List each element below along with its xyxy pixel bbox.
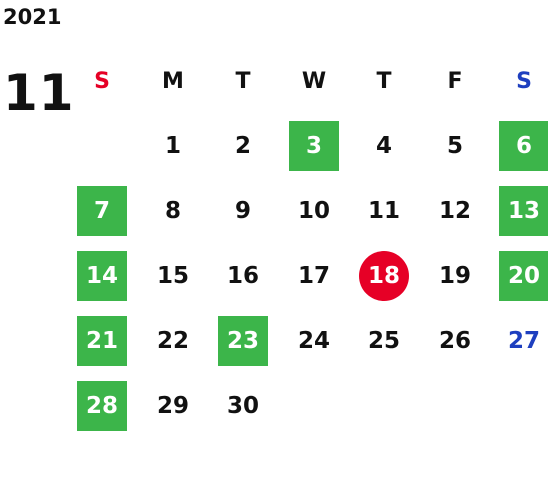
day-cell[interactable]: 15 xyxy=(138,243,208,308)
day-cell[interactable]: 27 xyxy=(492,308,548,373)
day-number: 29 xyxy=(156,392,189,419)
day-cell[interactable]: 9 xyxy=(208,178,278,243)
day-number: 5 xyxy=(446,132,463,159)
day-number: 14 xyxy=(77,250,127,301)
day-number: 27 xyxy=(507,327,540,354)
day-cell xyxy=(278,373,350,438)
weekday-header-sun: S xyxy=(94,69,110,94)
day-cell[interactable]: 12 xyxy=(418,178,492,243)
day-number: 1 xyxy=(164,132,181,159)
day-number xyxy=(77,121,127,171)
day-number xyxy=(359,381,409,431)
day-number: 28 xyxy=(77,380,127,431)
day-cell[interactable]: 21 xyxy=(66,308,138,373)
day-number: 15 xyxy=(156,262,189,289)
day-cell[interactable]: 17 xyxy=(278,243,350,308)
day-number: 20 xyxy=(499,250,548,301)
day-number: 25 xyxy=(367,327,400,354)
day-cell xyxy=(418,373,492,438)
day-number: 9 xyxy=(234,197,251,224)
day-cell xyxy=(492,373,548,438)
day-number: 3 xyxy=(289,120,339,171)
day-cell[interactable]: 5 xyxy=(418,113,492,178)
day-number: 18 xyxy=(359,250,409,301)
day-cell[interactable]: 28 xyxy=(66,373,138,438)
day-number: 22 xyxy=(156,327,189,354)
year-label: 2021 xyxy=(3,5,62,29)
day-number: 17 xyxy=(297,262,330,289)
day-cell[interactable]: 11 xyxy=(350,178,418,243)
day-cell[interactable]: 14 xyxy=(66,243,138,308)
day-number: 30 xyxy=(226,392,259,419)
day-cell[interactable]: 18 xyxy=(350,243,418,308)
weekday-header-thu: T xyxy=(376,69,392,94)
weekday-header-tue: T xyxy=(235,69,251,94)
day-cell[interactable]: 13 xyxy=(492,178,548,243)
day-number: 19 xyxy=(438,262,471,289)
day-number xyxy=(499,381,548,431)
day-cell[interactable]: 16 xyxy=(208,243,278,308)
weekday-header-sat: S xyxy=(516,69,532,94)
day-cell[interactable]: 23 xyxy=(208,308,278,373)
month-label: 11 xyxy=(3,64,75,122)
weekday-header-mon: M xyxy=(162,69,184,94)
day-cell[interactable]: 2 xyxy=(208,113,278,178)
day-number: 6 xyxy=(499,120,548,171)
day-cell[interactable]: 29 xyxy=(138,373,208,438)
day-cell[interactable]: 10 xyxy=(278,178,350,243)
day-number xyxy=(430,381,480,431)
day-cell[interactable]: 7 xyxy=(66,178,138,243)
day-cell[interactable]: 25 xyxy=(350,308,418,373)
calendar-grid: S M T W T F S 1 2 3 4 5 6 7 8 9 10 11 12… xyxy=(66,48,548,438)
day-number: 26 xyxy=(438,327,471,354)
day-cell xyxy=(350,373,418,438)
day-number xyxy=(289,381,339,431)
day-number: 12 xyxy=(438,197,471,224)
day-cell xyxy=(66,113,138,178)
day-number: 16 xyxy=(226,262,259,289)
day-number: 2 xyxy=(234,132,251,159)
day-number: 7 xyxy=(77,185,127,236)
day-cell[interactable]: 20 xyxy=(492,243,548,308)
day-number: 11 xyxy=(367,197,400,224)
day-number: 24 xyxy=(297,327,330,354)
day-cell[interactable]: 3 xyxy=(278,113,350,178)
day-cell[interactable]: 19 xyxy=(418,243,492,308)
day-cell[interactable]: 1 xyxy=(138,113,208,178)
day-cell[interactable]: 26 xyxy=(418,308,492,373)
weekday-header-wed: W xyxy=(301,69,327,94)
day-cell[interactable]: 6 xyxy=(492,113,548,178)
day-cell[interactable]: 30 xyxy=(208,373,278,438)
day-number: 8 xyxy=(164,197,181,224)
day-cell[interactable]: 24 xyxy=(278,308,350,373)
day-number: 4 xyxy=(375,132,392,159)
day-number: 13 xyxy=(499,185,548,236)
day-cell[interactable]: 4 xyxy=(350,113,418,178)
day-number: 21 xyxy=(77,315,127,366)
day-cell[interactable]: 8 xyxy=(138,178,208,243)
day-cell[interactable]: 22 xyxy=(138,308,208,373)
day-number: 10 xyxy=(297,197,330,224)
weekday-header-fri: F xyxy=(447,69,463,94)
day-number: 23 xyxy=(218,315,268,366)
